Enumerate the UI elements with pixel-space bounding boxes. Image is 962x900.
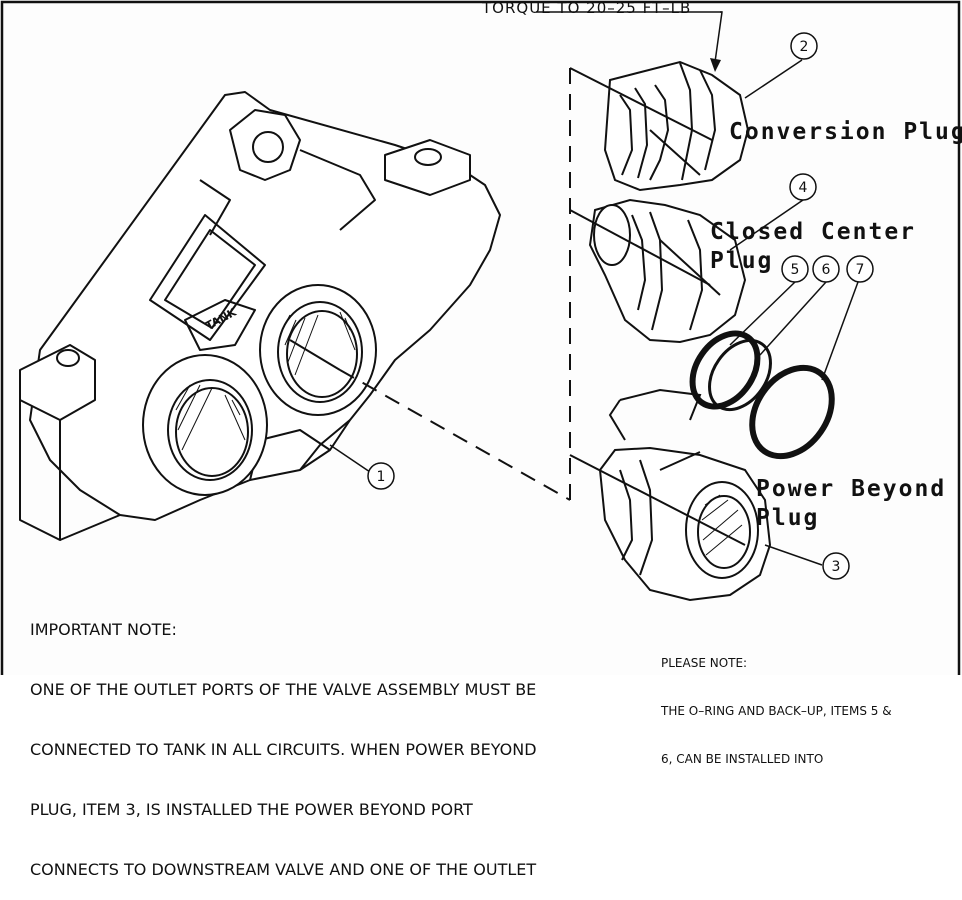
please-note-line: 6, CAN BE INSTALLED INTO <box>661 752 824 766</box>
callout-2: 2 <box>800 39 809 55</box>
bolt-hole-left <box>56 349 80 367</box>
important-note-heading: IMPORTANT NOTE: <box>30 620 177 639</box>
drawing-sheet: 1 2 3 4 5 6 7 TANK TORQUE TO 20–25 FT–LB… <box>0 0 962 879</box>
power-beyond-plug-label-line1: Power Beyond <box>756 476 947 502</box>
o-rings <box>689 330 835 460</box>
assembly-centerlines <box>289 67 746 546</box>
callout-circle-3 <box>822 552 850 580</box>
leader-lines <box>329 11 859 566</box>
please-note-line: THE O–RING AND BACK–UP, ITEMS 5 & <box>661 704 892 718</box>
port-thread-hatch <box>175 311 356 451</box>
bolt-hole-top <box>252 131 284 163</box>
important-note-line: ONE OF THE OUTLET PORTS OF THE VALVE ASS… <box>30 680 537 699</box>
callout-4: 4 <box>799 180 808 196</box>
callout-circle-6 <box>812 255 840 283</box>
o-ring-7 <box>749 364 835 460</box>
closed-center-plug-label: Closed Center Plug <box>710 218 916 276</box>
bolt-hole-right <box>414 148 442 166</box>
o-ring-5 <box>689 330 761 410</box>
torque-arrowhead <box>710 58 721 72</box>
callout-circle-1 <box>367 462 395 490</box>
power-beyond-plug <box>598 388 772 602</box>
important-note-line: CONNECTS TO DOWNSTREAM VALVE AND ONE OF … <box>30 860 537 879</box>
closed-center-plug <box>588 198 747 344</box>
callout-3: 3 <box>832 559 841 575</box>
conversion-plug <box>603 60 750 192</box>
please-note-heading: PLEASE NOTE: <box>661 656 748 670</box>
closed-center-plug-label-line2: Plug <box>710 248 774 274</box>
important-note-line: PLUG, ITEM 3, IS INSTALLED THE POWER BEY… <box>30 800 473 819</box>
torque-note: TORQUE TO 20–25 FT–LB <box>482 0 692 17</box>
sheet-border <box>0 0 961 675</box>
power-beyond-plug-label: Power Beyond Plug <box>756 475 946 533</box>
exploded-assembly-drawing: 1 2 3 4 5 6 7 TANK <box>0 0 961 675</box>
important-note-line: CONNECTED TO TANK IN ALL CIRCUITS. WHEN … <box>30 740 537 759</box>
important-note: IMPORTANT NOTE: ONE OF THE OUTLET PORTS … <box>30 580 537 900</box>
callout-7: 7 <box>856 262 865 278</box>
callout-5: 5 <box>791 262 800 278</box>
conversion-plug-label: Conversion Plug <box>729 119 962 145</box>
callout-circles <box>367 32 874 580</box>
please-note: PLEASE NOTE: THE O–RING AND BACK–UP, ITE… <box>661 623 892 783</box>
valve-body <box>19 91 501 541</box>
power-beyond-plug-label-line2: Plug <box>756 505 820 531</box>
closed-center-plug-label-line1: Closed Center <box>710 219 917 245</box>
callout-circle-5 <box>781 255 809 283</box>
callout-6: 6 <box>822 262 831 278</box>
callout-circle-2 <box>790 32 818 60</box>
callout-circle-7 <box>846 255 874 283</box>
callout-1: 1 <box>377 469 386 485</box>
callout-circle-4 <box>789 173 817 201</box>
